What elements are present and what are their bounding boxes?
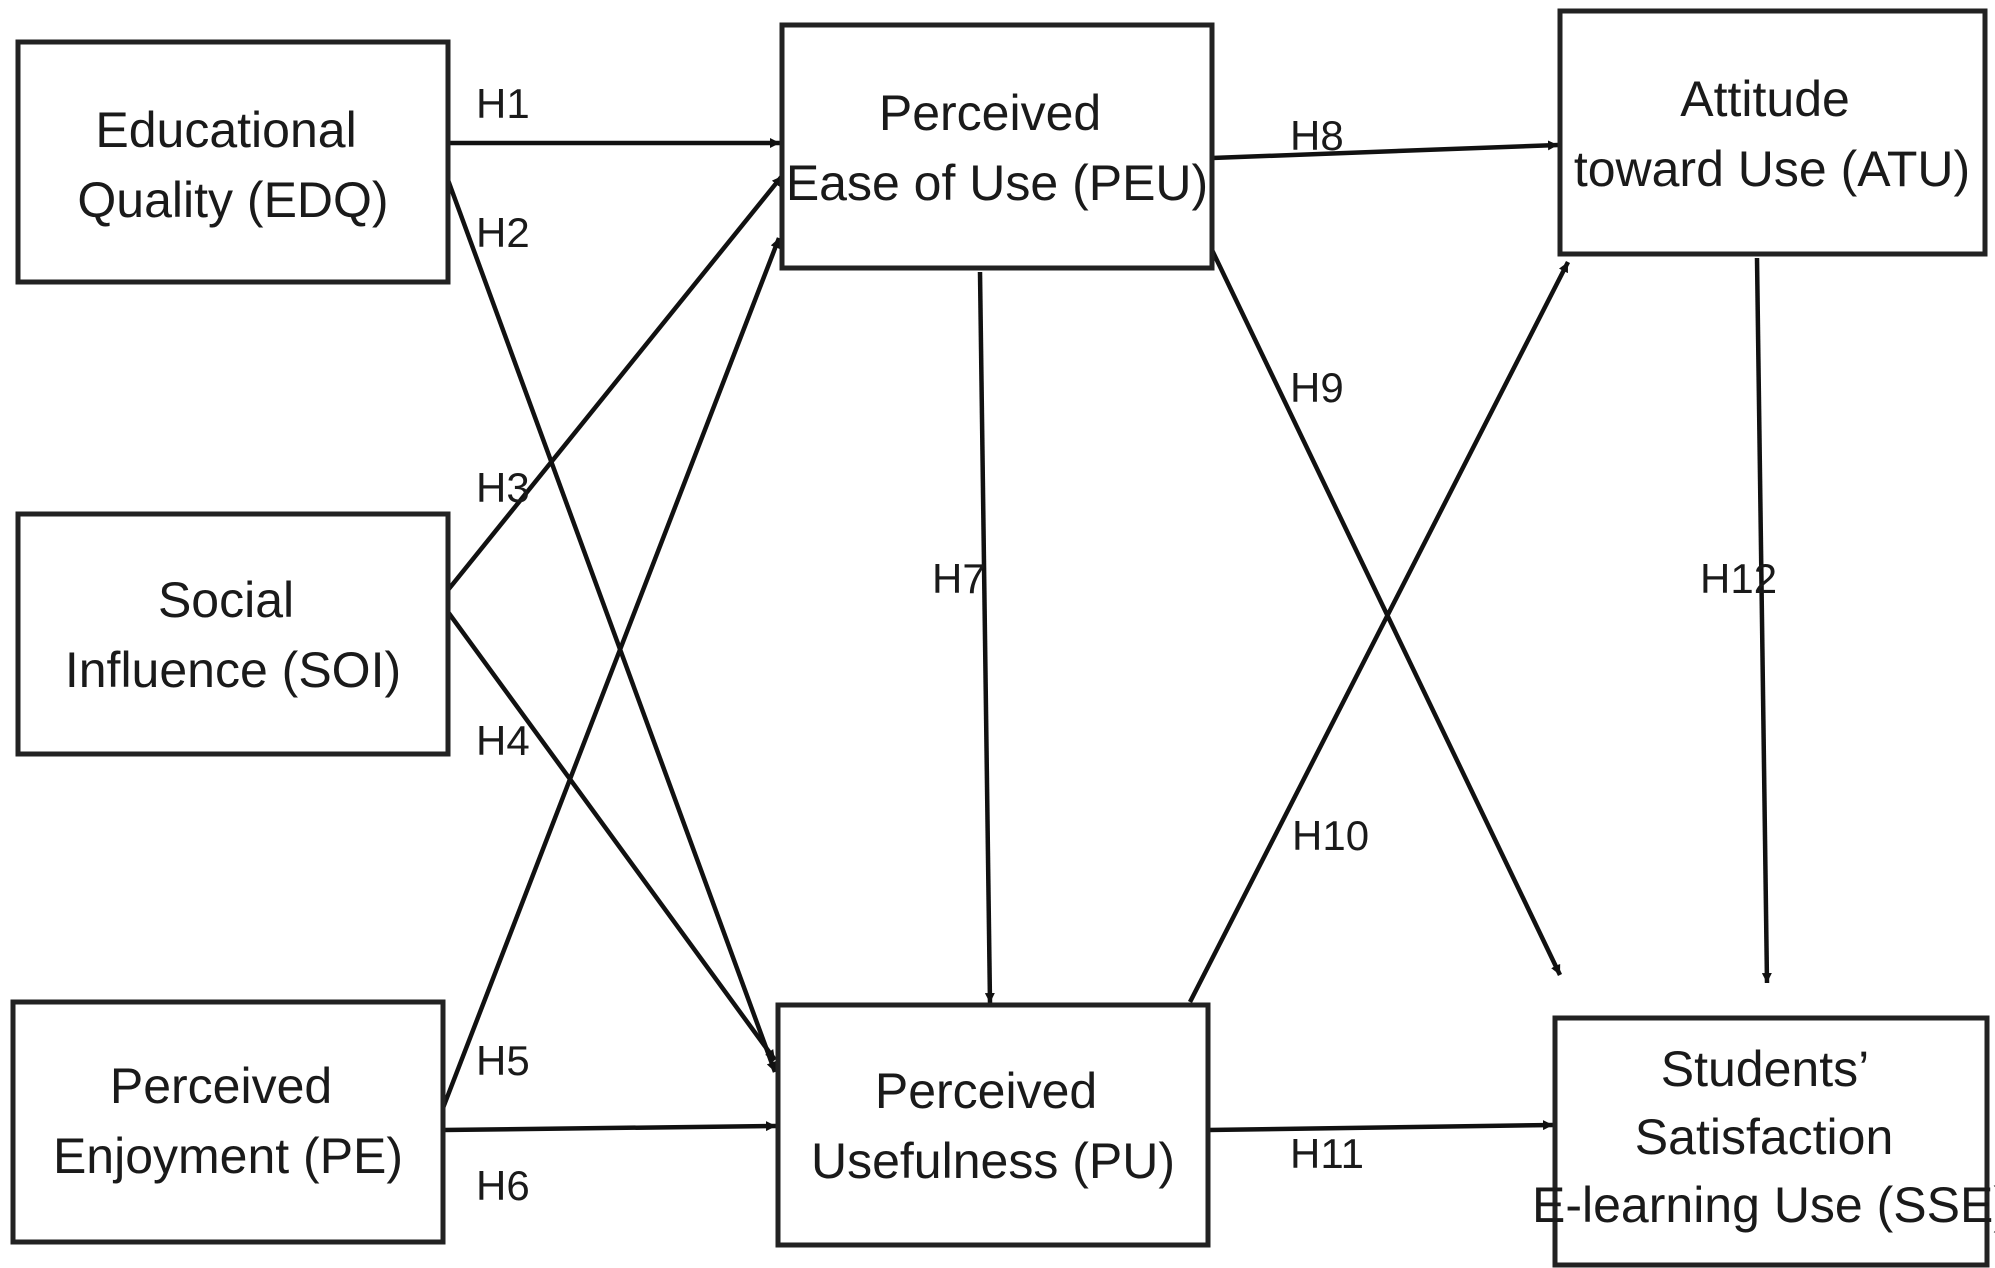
edge-h5-arrow xyxy=(440,237,782,1109)
edge-h8-arrow xyxy=(1211,140,1559,161)
node-pe: Perceived Enjoyment (PE) xyxy=(10,999,446,1245)
edge-h3-label: H3 xyxy=(476,464,530,511)
node-peu-label: Perceived Ease of Use (PEU) xyxy=(786,85,1208,211)
node-peu: Perceived Ease of Use (PEU) xyxy=(779,22,1215,271)
edge-h7-label: H7 xyxy=(932,555,986,602)
node-sse-line-2: Satisfaction xyxy=(1635,1109,1893,1165)
node-pe-line-1: Perceived xyxy=(110,1058,332,1114)
edge-h2-arrow xyxy=(445,179,778,1073)
edge-h2-label: H2 xyxy=(476,209,530,256)
node-soi-box xyxy=(15,511,451,757)
edge-h5-label: H5 xyxy=(476,1037,530,1084)
node-atu-line-1: Attitude xyxy=(1680,71,1850,127)
node-sse-label: Students’ Satisfaction E-learning Use (S… xyxy=(1532,1041,1995,1233)
constructs: Educational Quality (EDQ) Social Influen… xyxy=(10,8,1995,1268)
edge-h9-arrow xyxy=(1209,249,1563,976)
node-peu-line-1: Perceived xyxy=(879,85,1101,141)
node-pu: Perceived Usefulness (PU) xyxy=(775,1002,1211,1248)
node-sse: Students’ Satisfaction E-learning Use (S… xyxy=(1532,1015,1995,1268)
node-edq-label: Educational Quality (EDQ) xyxy=(77,102,388,228)
node-soi-label: Social Influence (SOI) xyxy=(65,572,401,698)
edge-h4-label: H4 xyxy=(476,717,530,764)
node-soi: Social Influence (SOI) xyxy=(15,511,451,757)
edge-h8-label: H8 xyxy=(1290,112,1344,159)
node-edq-line-2: Quality (EDQ) xyxy=(77,172,388,228)
node-peu-line-2: Ease of Use (PEU) xyxy=(786,155,1208,211)
node-pu-box xyxy=(775,1002,1211,1248)
edge-h6-arrow xyxy=(442,1121,777,1133)
edge-h11-label: H11 xyxy=(1290,1130,1364,1177)
node-sse-line-3: E-learning Use (SSE) xyxy=(1532,1177,1995,1233)
node-sse-line-1: Students’ xyxy=(1661,1041,1868,1097)
node-atu-label: Attitude toward Use (ATU) xyxy=(1574,71,1970,197)
edge-h10-arrow xyxy=(1187,260,1571,1004)
edge-h6-label: H6 xyxy=(476,1162,530,1209)
node-soi-line-1: Social xyxy=(158,572,294,628)
node-pu-line-2: Usefulness (PU) xyxy=(811,1133,1175,1189)
node-edq-line-1: Educational xyxy=(95,102,356,158)
edge-h12-label: H12 xyxy=(1700,555,1777,602)
edge-h4-arrow xyxy=(446,610,777,1062)
node-atu-box xyxy=(1557,8,1988,257)
edge-h11-arrow xyxy=(1207,1120,1554,1133)
node-pu-line-1: Perceived xyxy=(875,1063,1097,1119)
node-edq: Educational Quality (EDQ) xyxy=(15,39,451,285)
node-pu-label: Perceived Usefulness (PU) xyxy=(811,1063,1175,1189)
node-atu: Attitude toward Use (ATU) xyxy=(1557,8,1988,257)
edge-h1-label: H1 xyxy=(476,80,530,127)
edge-h9-label: H9 xyxy=(1290,364,1344,411)
node-soi-line-2: Influence (SOI) xyxy=(65,642,401,698)
node-atu-line-2: toward Use (ATU) xyxy=(1574,141,1970,197)
edge-h7-arrow xyxy=(977,271,995,1004)
node-sse-box xyxy=(1552,1015,1990,1268)
node-pe-line-2: Enjoyment (PE) xyxy=(53,1128,403,1184)
hypothesis-paths: H1 H2 H3 H4 H5 H6 H7 H8 H9 H10 H11 xyxy=(440,80,1777,1209)
node-pe-box xyxy=(10,999,446,1245)
node-peu-box xyxy=(779,22,1215,271)
edge-h3-arrow xyxy=(446,174,784,592)
edge-h12-arrow xyxy=(1754,257,1772,984)
node-edq-box xyxy=(15,39,451,285)
node-pe-label: Perceived Enjoyment (PE) xyxy=(53,1058,403,1184)
edge-h10-label: H10 xyxy=(1292,812,1369,859)
